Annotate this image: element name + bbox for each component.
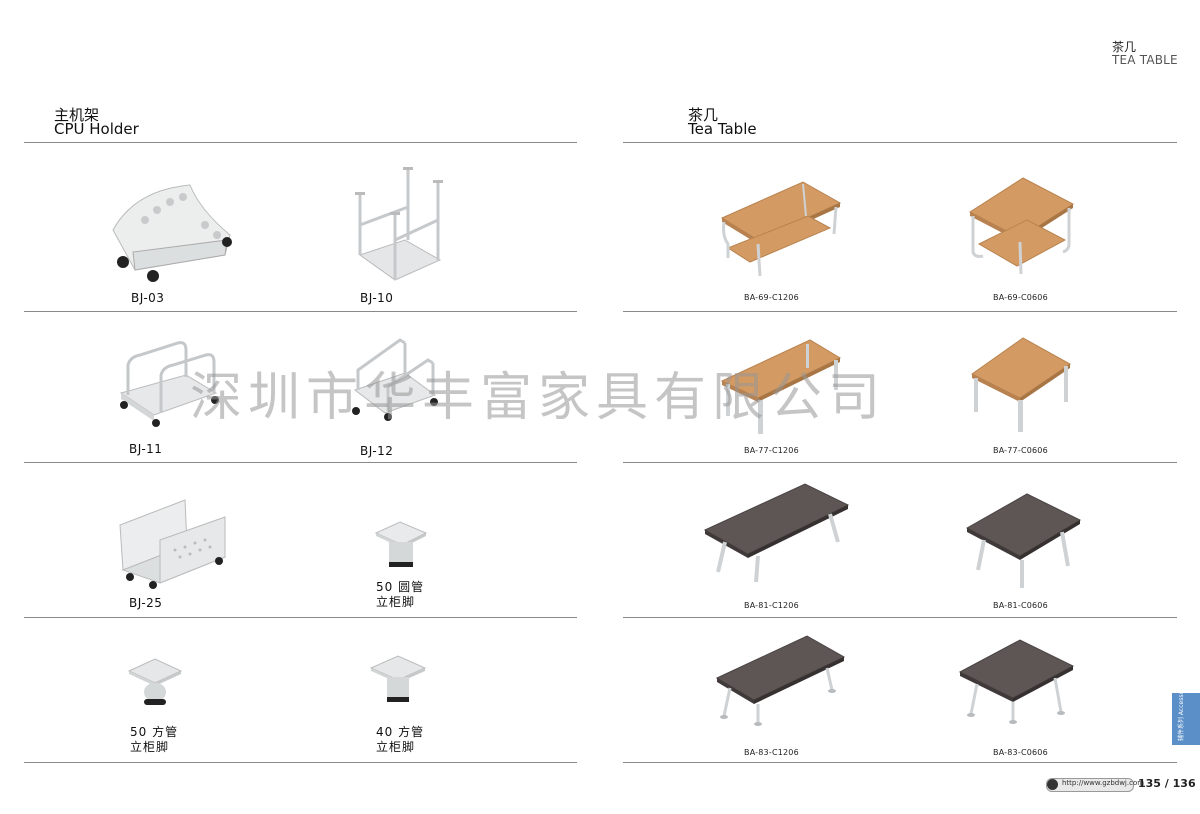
website-pill[interactable] (1046, 778, 1134, 792)
bj-25-cpu-holder-image (119, 499, 227, 589)
square-pipe-40-foot-line2: 立柜脚 (376, 740, 416, 754)
ba-83-c1206-code: BA-83-C1206 (744, 748, 799, 757)
ba-77-c1206-image (720, 339, 842, 434)
corner-title-cn: 茶几 (1112, 40, 1137, 54)
side-tab-label: 辅件系列 Accessories series (1178, 660, 1185, 741)
square-pipe-50-foot-line1: 50 方管 (130, 725, 179, 739)
ba-69-c1206-image (720, 181, 842, 277)
ba-69-c0606-image (969, 177, 1074, 275)
square-pipe-40-foot-image (369, 655, 427, 702)
ba-69-c1206-code: BA-69-C1206 (744, 293, 799, 302)
search-icon (1047, 779, 1058, 790)
ba-83-c1206-image (715, 635, 846, 726)
left-divider (24, 142, 577, 143)
right-section-title-en: Tea Table (688, 120, 757, 138)
ba-69-c0606-code: BA-69-C0606 (993, 293, 1048, 302)
ba-83-c0606-code: BA-83-C0606 (993, 748, 1048, 757)
corner-title-en: TEA TABLE (1112, 53, 1178, 67)
ba-77-c0606-code: BA-77-C0606 (993, 446, 1048, 455)
bj-10-cpu-holder-image (355, 167, 443, 281)
ba-83-c0606-image (958, 639, 1075, 724)
left-section-title-en: CPU Holder (54, 120, 139, 138)
left-divider (24, 311, 577, 312)
right-divider (623, 762, 1177, 763)
bj-10-code: BJ-10 (360, 291, 394, 305)
square-pipe-50-foot-image (127, 658, 183, 705)
ba-81-c1206-code: BA-81-C1206 (744, 601, 799, 610)
company-watermark: 深圳市华丰富家具有限公司 (190, 368, 887, 428)
left-divider (24, 762, 577, 763)
bj-25-code: BJ-25 (129, 596, 163, 610)
bj-12-code: BJ-12 (360, 444, 394, 458)
round-pipe-foot-line2: 立柜脚 (376, 595, 416, 609)
bj-03-cpu-holder-image (112, 184, 232, 282)
bj-11-code: BJ-11 (129, 442, 163, 456)
round-pipe-foot-image (374, 521, 428, 567)
bj-03-code: BJ-03 (131, 291, 165, 305)
right-divider (623, 311, 1177, 312)
square-pipe-40-foot-line1: 40 方管 (376, 725, 425, 739)
website-url[interactable]: http://www.gzbdwj.com (1062, 779, 1145, 787)
bj-11-cpu-holder-image (119, 341, 219, 427)
square-pipe-50-foot-line2: 立柜脚 (130, 740, 170, 754)
ba-77-c0606-image (971, 337, 1071, 432)
round-pipe-foot-line1: 50 圆管 (376, 580, 425, 594)
left-divider (24, 462, 577, 463)
ba-81-c0606-image (965, 493, 1082, 588)
right-section-title-cn: 茶几 (688, 106, 719, 124)
left-divider (24, 617, 577, 618)
ba-81-c0606-code: BA-81-C0606 (993, 601, 1048, 610)
right-divider (623, 142, 1177, 143)
page-numbers: 135 / 136 (1138, 777, 1196, 790)
left-section-title-cn: 主机架 (54, 106, 100, 124)
right-divider (623, 617, 1177, 618)
ba-77-c1206-code: BA-77-C1206 (744, 446, 799, 455)
bj-12-cpu-holder-image (352, 338, 438, 421)
ba-81-c1206-image (703, 483, 850, 583)
category-side-tab[interactable]: 辅件系列 Accessories series (1172, 660, 1200, 745)
right-divider (623, 462, 1177, 463)
